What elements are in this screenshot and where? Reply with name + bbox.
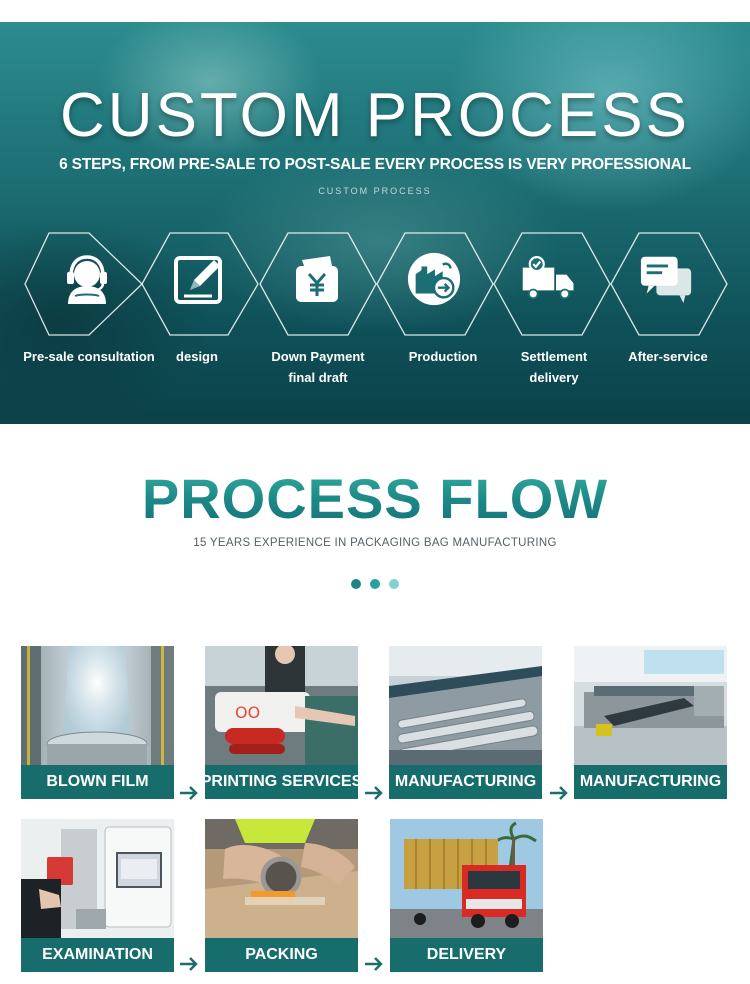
process-flow-subtitle: 15 YEARS EXPERIENCE IN PACKAGING BAG MAN… [193,537,557,549]
process-flow-title: PROCESS FLOW [0,466,750,531]
card-label: MANUFACTURING [389,765,542,799]
process-card-manufacturing-1: MANUFACTURING [389,646,542,799]
manufacturing-machine-photo [574,646,727,765]
step-label-line: delivery [529,370,579,385]
step-label-line: design [176,349,218,364]
blown-film-photo [21,646,174,765]
card-label: EXAMINATION [21,938,174,972]
carousel-dot-1[interactable] [351,579,361,589]
hexagon-1 [24,232,143,336]
step-label-payment: Down Payment final draft [248,346,388,388]
arrow-right-icon [180,786,198,800]
process-card-printing: OO PRINTING SERVICES [205,646,358,799]
hexagon-5 [493,232,611,336]
card-label: DELIVERY [390,938,543,972]
hero-banner: CUSTOM PROCESS 6 STEPS, FROM PRE-SALE TO… [0,22,750,424]
hexagon-2 [141,232,259,336]
step-label-production: Production [373,346,513,367]
printing-photo: OO [205,646,358,765]
step-label-after-service: After-service [598,346,738,367]
carousel-dot-3[interactable] [389,579,399,589]
wallet-yen-icon [289,251,345,307]
hero-title: CUSTOM PROCESS [60,81,690,150]
step-label-settlement: Settlement delivery [484,346,624,388]
arrow-right-icon [550,786,568,800]
card-label: PACKING [205,938,358,972]
arrow-right-icon [365,957,383,971]
step-label-line: Down Payment [271,349,365,364]
step-label-line: Production [408,349,478,364]
step-label-line: After-service [628,349,708,364]
hexagon-3 [259,232,377,336]
step-label-presale: Pre-sale consultation [19,346,159,367]
process-card-blown-film: BLOWN FILM [21,646,174,799]
delivery-truck-icon [521,251,577,307]
hexagon-6 [610,232,728,336]
hexagon-outlines [24,232,728,336]
pencil-edit-icon [171,251,227,307]
arrow-right-icon [180,957,198,971]
delivery-truck-photo [390,819,543,938]
card-label: BLOWN FILM [21,765,174,799]
examination-photo [21,819,174,938]
step-label-line: final draft [288,370,348,385]
card-label: PRINTING SERVICES [205,765,358,799]
hero-subtitle: 6 STEPS, FROM PRE-SALE TO POST-SALE EVER… [59,156,691,173]
factory-arrow-icon [406,251,462,307]
step-label-line: Pre-sale consultation [23,349,155,364]
headset-agent-icon [59,251,115,307]
card-label: MANUFACTURING [574,765,727,799]
packing-photo [205,819,358,938]
process-card-packing: PACKING [205,819,358,972]
arrow-right-icon [365,786,383,800]
step-label-line: Settlement [520,349,588,364]
chat-bubbles-icon [639,251,695,307]
process-card-manufacturing-2: MANUFACTURING [574,646,727,799]
manufacturing-rollers-photo [389,646,542,765]
svg-text:OO: OO [235,703,260,722]
process-card-examination: EXAMINATION [21,819,174,972]
hero-caption: CUSTOM PROCESS [318,186,432,196]
process-card-delivery: DELIVERY [390,819,543,972]
step-label-design: design [127,346,267,367]
carousel-dot-2[interactable] [370,579,380,589]
hexagon-4 [376,232,494,336]
